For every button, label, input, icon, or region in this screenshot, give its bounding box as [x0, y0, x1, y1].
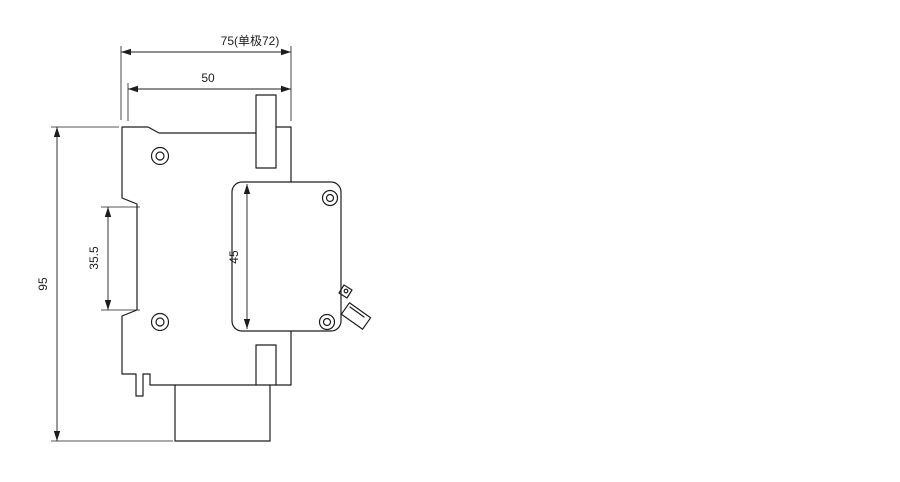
body-outer-profile: [121, 94, 292, 442]
arrowhead-top-icon: [104, 207, 112, 217]
dimension-label-rail-recess: 35.5: [87, 246, 101, 270]
screw-front-top-outer-icon: [321, 189, 339, 207]
screw-top-left-inner-icon: [155, 151, 165, 161]
latch-pivot-icon: [343, 288, 349, 294]
arrowhead-bottom-icon: [104, 300, 112, 310]
toggle-lever-ridge: [349, 306, 365, 318]
arrowhead-right-icon: [281, 48, 291, 56]
bottom-terminal-slot: [255, 344, 277, 386]
dimension-label-overall-depth: 75(单极72): [221, 34, 280, 48]
breaker-body: [121, 94, 372, 442]
dimension-label-overall-height: 95: [36, 277, 50, 291]
dimension-rail-recess: 35.5: [87, 206, 140, 311]
dimension-upper-depth: 50: [127, 71, 291, 121]
screw-front-bottom-outer-icon: [318, 313, 336, 331]
arrowhead-bottom-icon: [243, 319, 251, 329]
screw-front-bottom-inner-icon: [322, 317, 332, 327]
top-terminal-slot: [255, 126, 277, 169]
arrowhead-left-icon: [121, 48, 131, 56]
front-block: [231, 181, 342, 332]
toggle-lever: [340, 302, 372, 330]
dimension-overall-depth: 75(单极72): [120, 34, 292, 121]
dimension-front-height: 45: [227, 184, 251, 329]
arrowhead-top-icon: [243, 184, 251, 194]
arrowhead-right-icon: [281, 85, 291, 93]
screw-front-top-inner-icon: [325, 193, 335, 203]
arrowhead-left-icon: [128, 85, 138, 93]
dimension-overall-height: 95: [36, 126, 173, 442]
dimension-label-front-height: 45: [227, 250, 241, 264]
arrowhead-top-icon: [53, 127, 61, 137]
arrowhead-bottom-icon: [53, 431, 61, 441]
screw-bottom-left-outer-icon: [150, 312, 170, 332]
screw-bottom-left-inner-icon: [155, 317, 165, 327]
dimension-label-upper-depth: 50: [201, 71, 215, 85]
latch-notch: [338, 284, 353, 299]
screw-top-left-outer-icon: [150, 146, 170, 166]
